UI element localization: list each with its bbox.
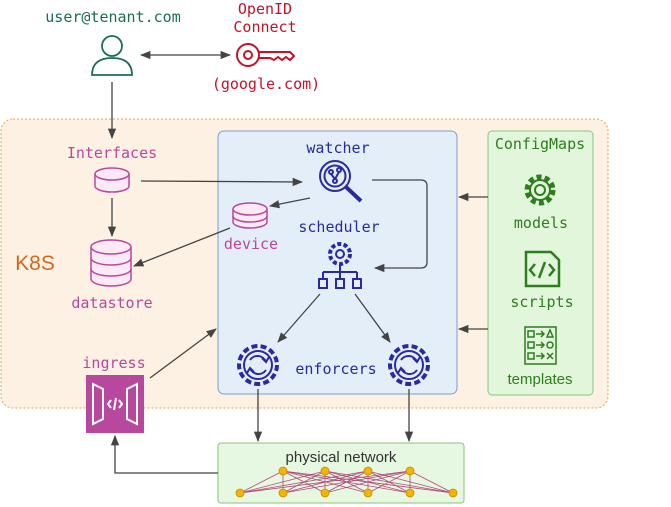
device-label: device: [224, 235, 278, 253]
scheduler-label: scheduler: [298, 218, 379, 236]
user-label: user@tenant.com: [45, 8, 180, 26]
scripts-label: scripts: [510, 293, 573, 311]
watcher-to-scheduler-arrow: [372, 179, 428, 273]
network-to-ingress-arrow: [110, 434, 218, 474]
enforcer-left-icon: [237, 344, 279, 386]
datastore-label: datastore: [71, 294, 152, 312]
interfaces-db-icon: [94, 167, 130, 193]
device-db-icon: [232, 202, 268, 229]
templates-label: templates: [507, 371, 572, 388]
network-node: [320, 466, 330, 476]
network-node: [405, 488, 415, 498]
user-icon: [91, 35, 133, 76]
watcher-search-icon: [319, 160, 363, 203]
models-label: models: [514, 214, 568, 232]
ingress-to-control-plane-arrow: [149, 328, 217, 379]
control-plane-box: [217, 130, 458, 395]
network-node: [278, 466, 288, 476]
network-node: [363, 488, 373, 498]
connectors: [107, 50, 488, 474]
network-link: [239, 470, 284, 494]
network-node: [320, 488, 330, 498]
models-gear-icon: [524, 174, 556, 206]
scheduler-to-enforcer-right-arrow: [354, 293, 391, 343]
key-icon: [236, 43, 296, 67]
physical-network-label: physical network: [286, 449, 397, 466]
configmaps-title: ConfigMaps: [495, 135, 585, 153]
openid-provider: (google.com): [212, 75, 320, 93]
interfaces-label: Interfaces: [67, 144, 157, 162]
network-node: [235, 488, 245, 498]
network-link: [239, 470, 326, 494]
openid-line2: Connect: [233, 18, 296, 36]
network-link: [409, 470, 454, 494]
k8s-label: K8S: [15, 252, 55, 275]
network-link: [282, 470, 411, 494]
scheduler-hierarchy-icon: [318, 242, 362, 289]
enforcer-right-icon: [388, 344, 430, 386]
openid-line1: OpenID: [238, 0, 292, 18]
network-link: [367, 470, 411, 494]
watcher-label: watcher: [306, 139, 369, 157]
physical-network-mesh: [235, 466, 458, 498]
ingress-label: ingress: [82, 354, 145, 372]
device-to-datastore-arrow: [133, 227, 231, 267]
network-link: [239, 470, 411, 494]
scripts-file-icon: [524, 250, 561, 288]
enforcers-label: enforcers: [295, 360, 376, 378]
configmaps-box: [487, 130, 594, 396]
watcher-to-device-arrow: [268, 197, 311, 209]
network-node: [405, 466, 415, 476]
network-node: [278, 488, 288, 498]
templates-checklist-icon: [524, 326, 557, 365]
network-link: [324, 470, 411, 494]
datastore-db-icon: [90, 239, 132, 287]
network-node: [448, 488, 458, 498]
scheduler-to-enforcer-left-arrow: [277, 293, 321, 343]
network-node: [363, 466, 373, 476]
interfaces-to-watcher-arrow: [140, 177, 304, 187]
ingress-icon: [86, 375, 144, 433]
network-link: [239, 470, 369, 494]
